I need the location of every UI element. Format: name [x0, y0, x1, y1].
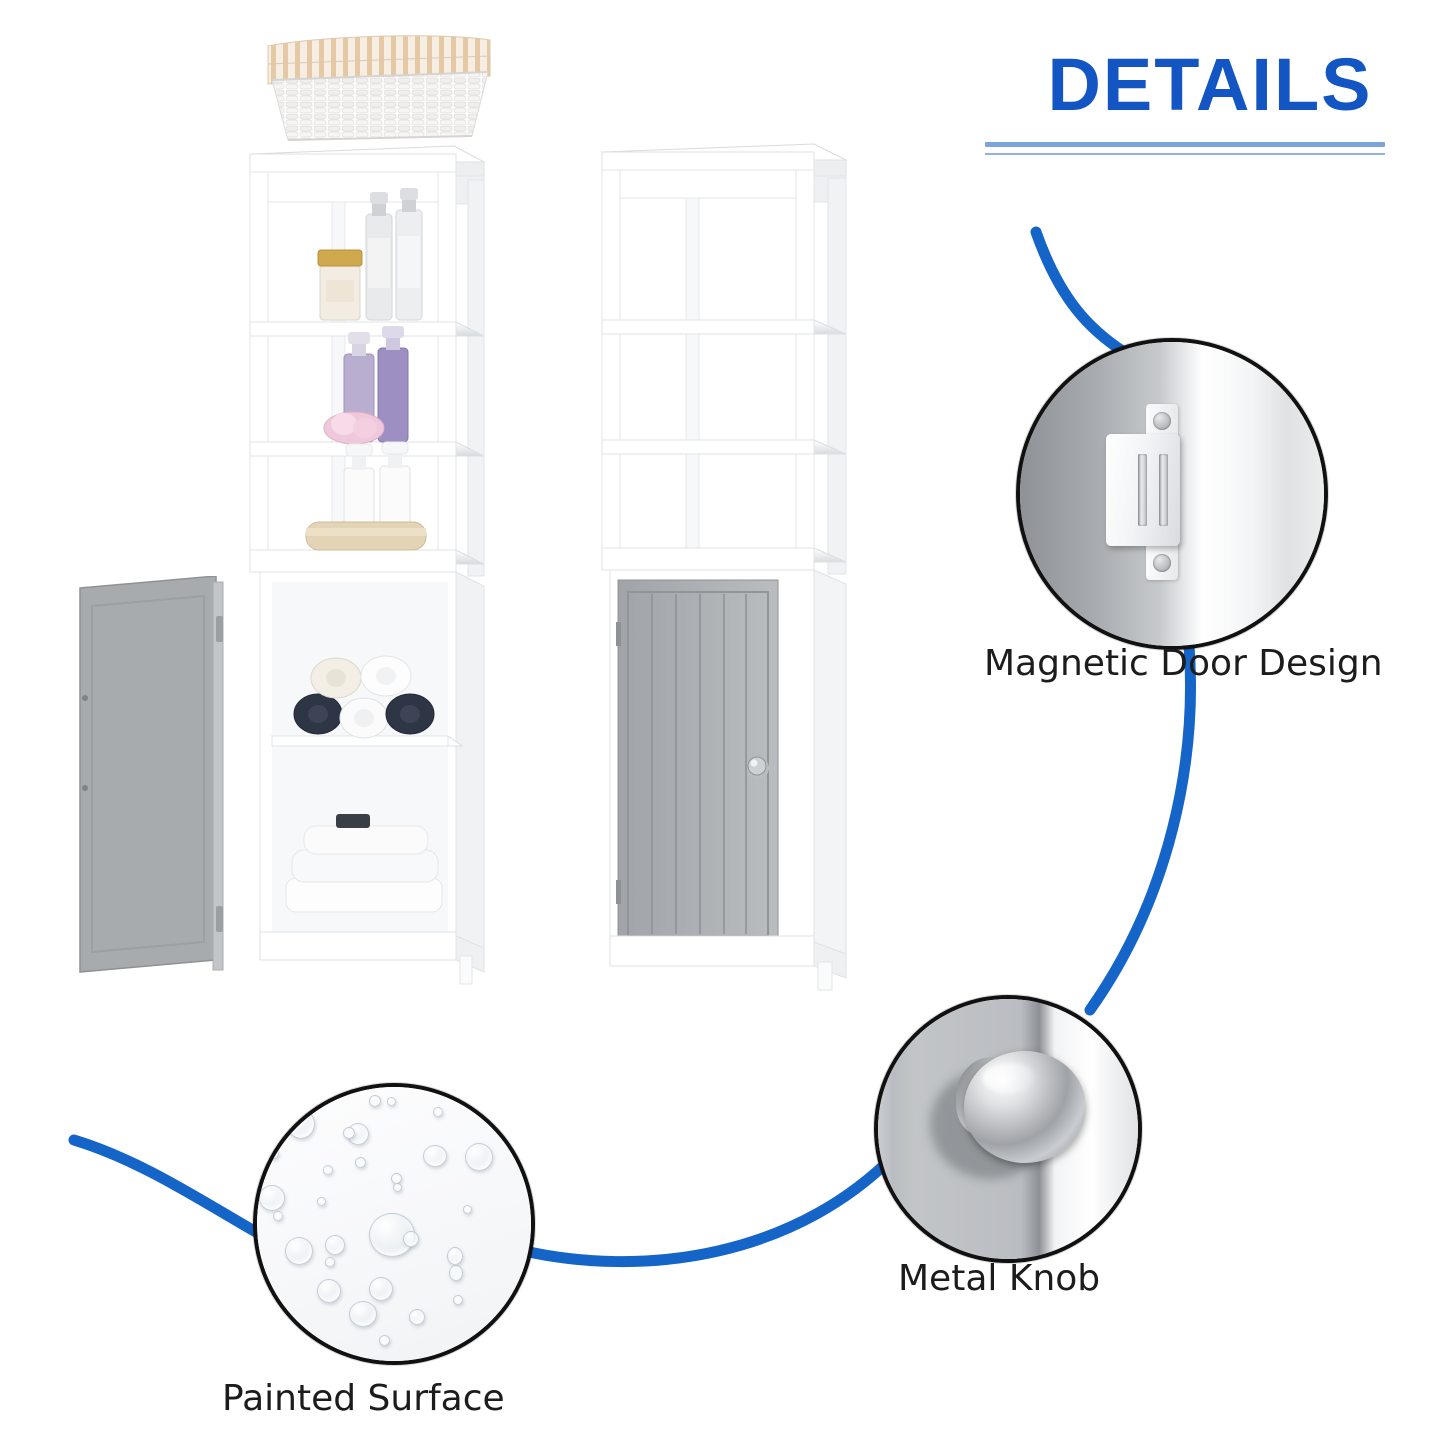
- shelf-item-bottle-2: [395, 188, 423, 321]
- door-knob-icon[interactable]: [747, 756, 769, 779]
- closed-door[interactable]: [616, 579, 779, 949]
- door-hinge-top: [216, 616, 223, 642]
- detail-circle-metal-knob: [874, 995, 1142, 1263]
- water-droplets-icon: [257, 1087, 531, 1361]
- detail-circle-magnetic-door: [1016, 338, 1328, 650]
- detail-label-painted-surface: Painted Surface: [222, 1378, 505, 1419]
- detail-circle-painted-surface: [253, 1083, 535, 1365]
- page-title: DETAILS: [1047, 43, 1373, 126]
- shelf-item-bottle-1: [365, 192, 393, 321]
- folded-towels: [285, 814, 443, 913]
- shelf-item-white-bottle-1: [343, 443, 375, 535]
- shelf-item-white-bottle-2: [379, 441, 411, 535]
- detail-label-metal-knob: Metal Knob: [898, 1258, 1101, 1299]
- magnet-screw-bottom: [1153, 554, 1171, 572]
- shelf-item-lavender-bottle-2: [377, 326, 409, 443]
- magnet-strip-left: [1138, 454, 1147, 526]
- title-underline-thick: [985, 142, 1385, 147]
- wicker-basket: [258, 30, 500, 142]
- detail-label-magnetic-door: Magnetic Door Design: [984, 643, 1383, 684]
- connector-painted-tail: [68, 1134, 262, 1238]
- cabinet-open-view: [79, 136, 492, 1000]
- magnet-strip-right: [1159, 454, 1168, 526]
- shelf-item-loofah: [323, 411, 385, 445]
- magnet-screw-top: [1153, 412, 1171, 430]
- cabinet-open-illustration: [248, 145, 486, 985]
- connector-magnetic-to-knob: [1084, 628, 1196, 1016]
- shelf-item-jar: [317, 249, 363, 321]
- knob-highlight: [982, 1063, 1036, 1093]
- cabinet-closed-illustration: [600, 143, 848, 991]
- connector-knob-to-painted: [514, 1138, 911, 1268]
- rolled-towels: [293, 655, 435, 739]
- title-underline-thin: [985, 153, 1385, 155]
- cabinet-closed-view: [588, 136, 858, 1006]
- open-door[interactable]: [74, 576, 254, 976]
- door-hinge-bottom: [216, 906, 223, 932]
- shelf-item-beige-towel: [305, 521, 427, 551]
- connector-to-magnetic-door: [1030, 226, 1130, 358]
